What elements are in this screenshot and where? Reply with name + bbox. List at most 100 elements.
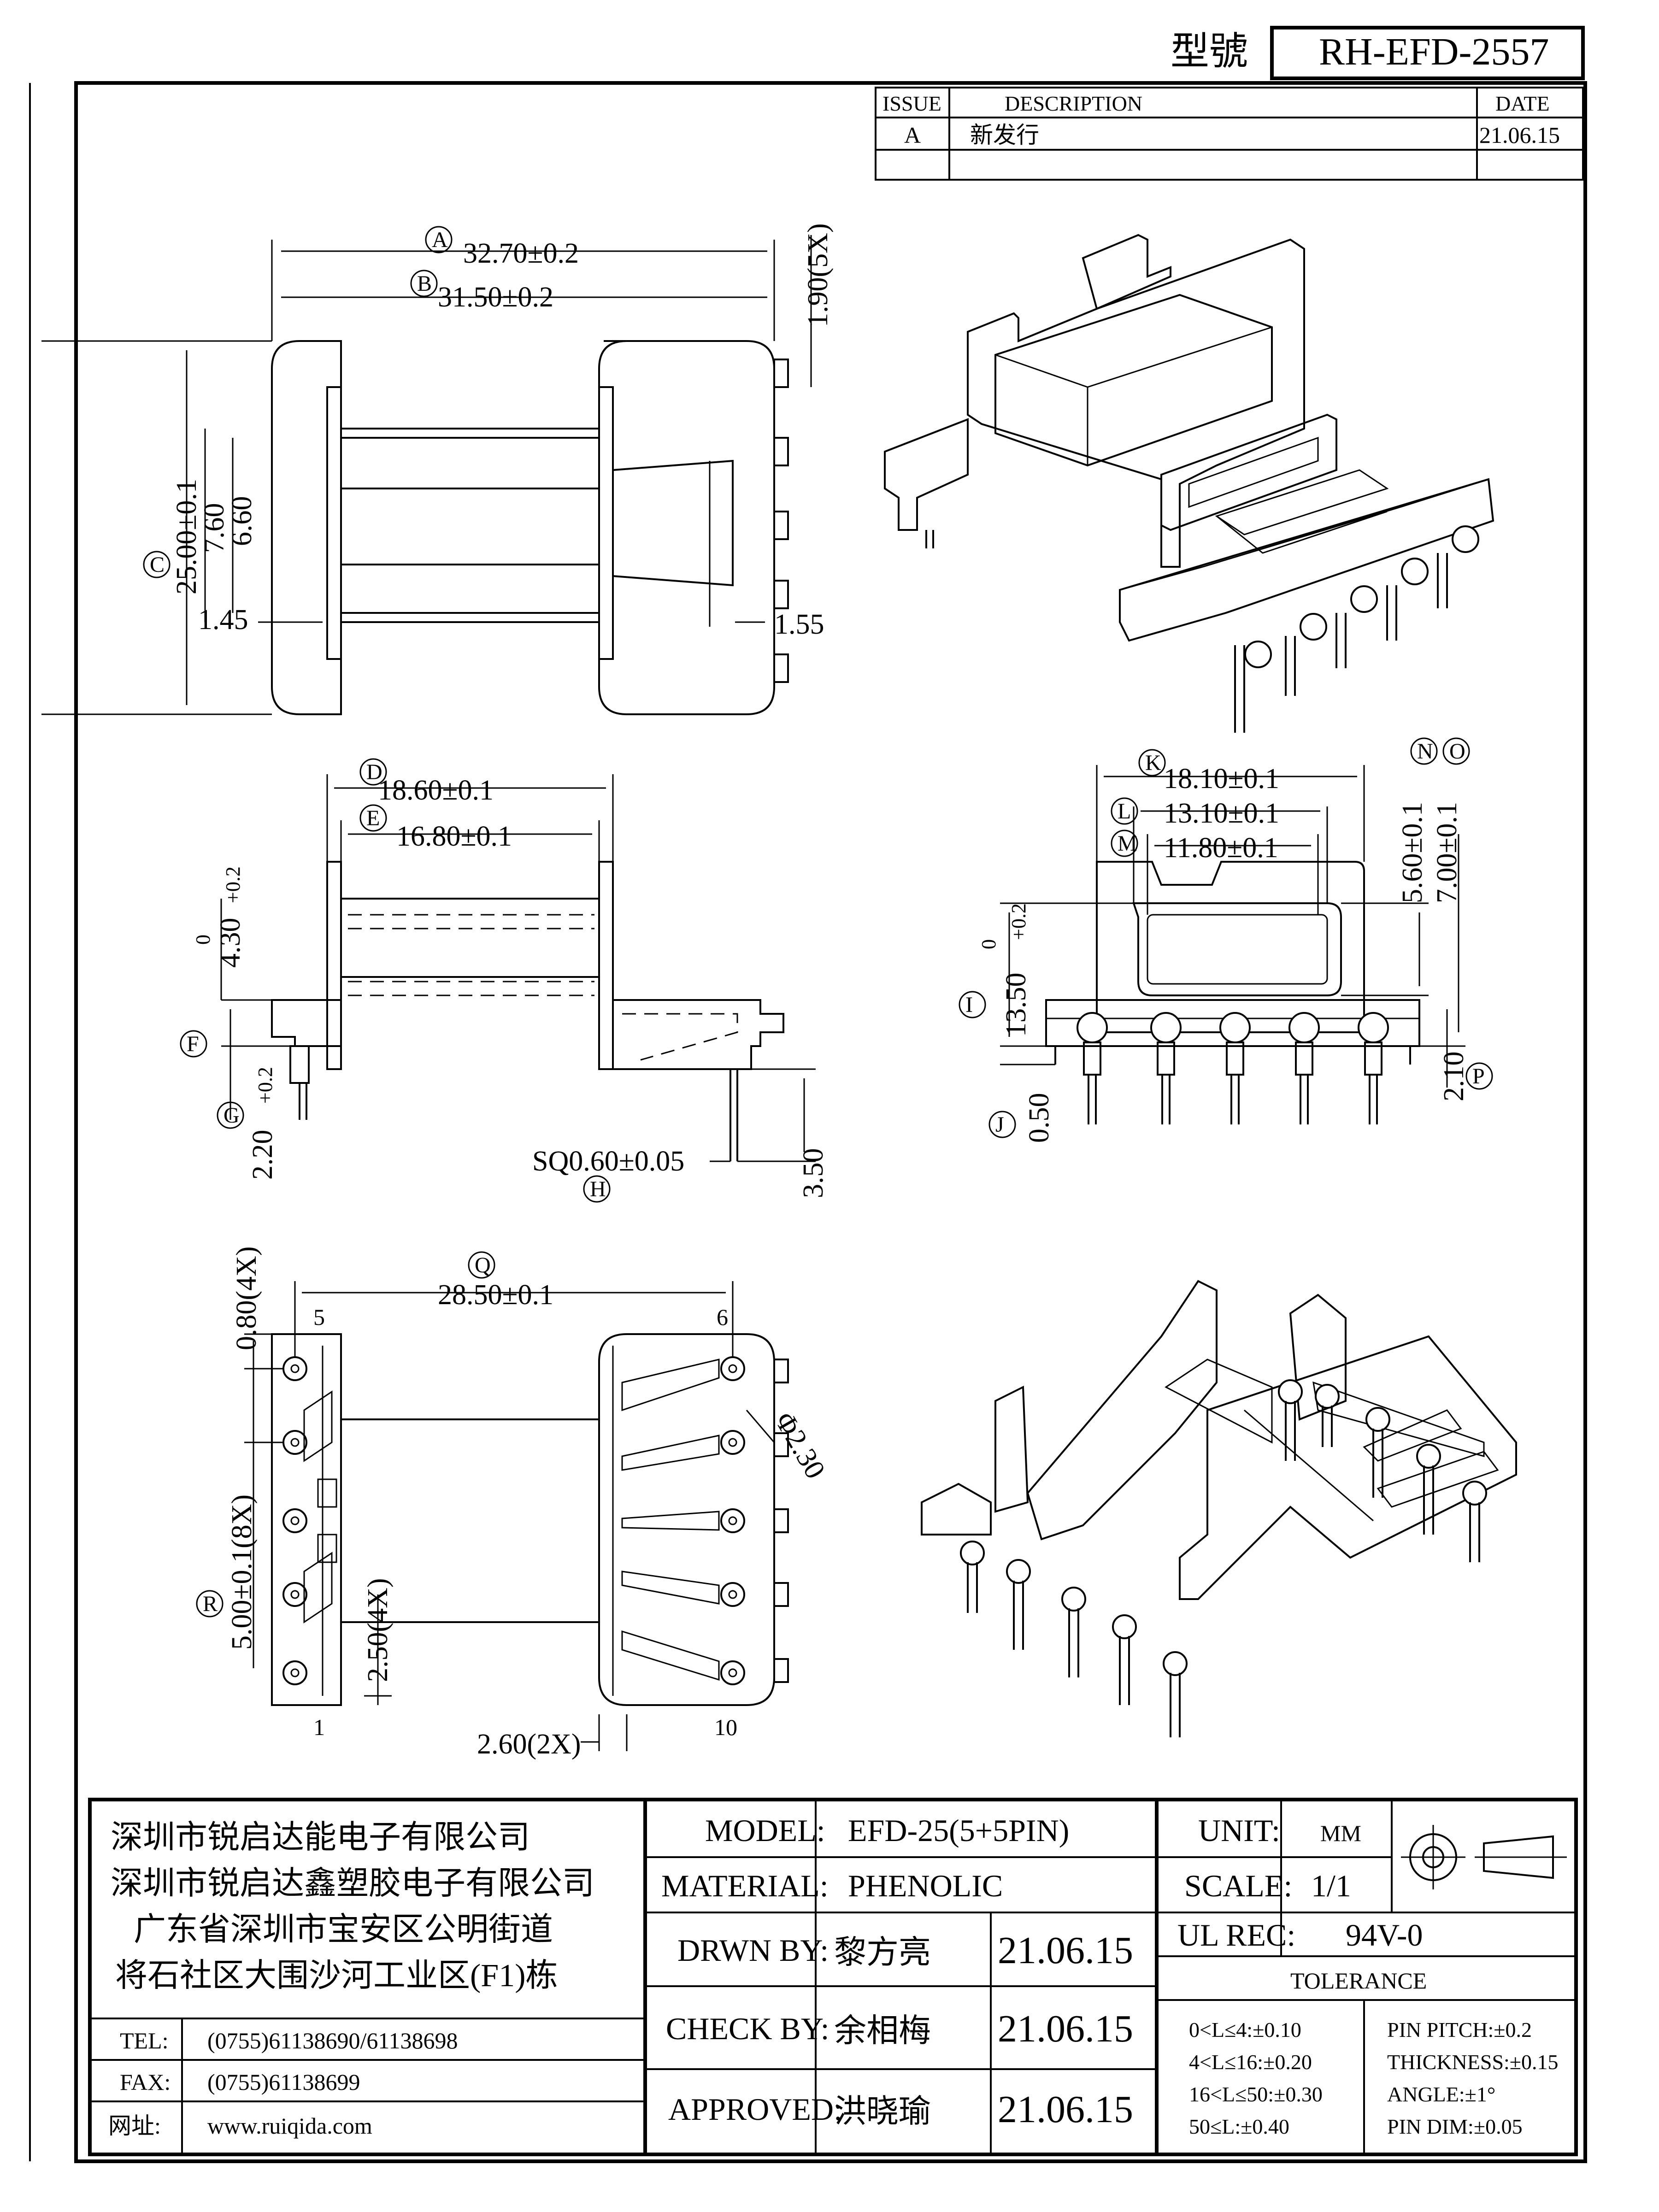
marker-Q: Q [475,1253,491,1277]
marker-L: L [1118,799,1131,824]
model-label: 型號 [1171,30,1248,73]
isometric-view-top [884,234,1494,733]
marker-E: E [366,806,380,830]
rev-issue: A [904,122,921,148]
model-number-header: 型號 RH-EFD-2557 [1171,26,1585,80]
check-date: 21.06.15 [998,2007,1133,2050]
pin-label-6: 6 [717,1304,728,1330]
dim-7-60: 7.60 [199,503,230,553]
tolerance-2: 4<L≤16:±0.20 [1189,2050,1312,2074]
drawn-label: DRWN BY: [677,1933,829,1968]
dim-P: 2.10 [1438,1052,1470,1102]
dim-B: 31.50±0.2 [438,282,553,313]
tol-I-lower: +0.2 [1007,903,1030,940]
revision-table: ISSUE DESCRIPTION DATE A 新发行 21.06.15 [875,87,1584,181]
unit-label: UNIT: [1198,1813,1280,1848]
sheet-border [74,81,1587,2163]
dim-6-60: 6.60 [226,496,258,547]
tolerance-title: TOLERANCE [1290,1968,1427,1994]
tol-4-30-upper: 0 [192,935,214,945]
dim-3-50: 3.50 [798,1148,829,1199]
pin-label-10: 10 [714,1714,737,1740]
tolerance-thickness: THICKNESS:±0.15 [1387,2050,1559,2074]
marker-R: R [203,1592,218,1616]
dim-4-30: 4.30 [215,918,246,968]
dim-N: 5.60±0.1 [1397,802,1428,903]
dim-L: 13.10±0.1 [1164,798,1279,829]
tel-value: (0755)61138690/61138698 [207,2028,458,2053]
dim-E: 16.80±0.1 [396,821,512,852]
marker-O: O [1449,739,1465,764]
rev-description: 新发行 [970,122,1039,148]
marker-A: A [432,228,448,252]
projection-symbol [1401,1825,1567,1889]
marker-C: C [150,553,165,577]
marker-D: D [366,760,382,784]
unit-value: MM [1320,1820,1361,1846]
tolerance-1: 0<L≤4:±0.10 [1189,2018,1301,2041]
rev-date: 21.06.15 [1479,122,1560,148]
dim-D: 18.60±0.1 [378,775,494,806]
dim-R: 5.00±0.1(8X) [226,1494,258,1650]
marker-N: N [1417,739,1433,764]
bottom-view: 28.50±0.1 0.80(4X) 5.00±0.1(8X) 2.50(4X)… [196,1246,831,1760]
tol-I-upper: 0 [977,939,1000,949]
isometric-view-bottom [921,1280,1517,1737]
check-name: 余相梅 [834,2013,931,2049]
dim-0-80: 0.80(4X) [231,1246,262,1350]
marker-P: P [1472,1064,1485,1088]
dim-1-45: 1.45 [198,604,248,635]
fax-value: (0755)61138699 [207,2069,360,2095]
marker-I: I [965,993,973,1017]
company-line-1: 深圳市锐启达能电子有限公司 [111,1820,530,1855]
marker-H: H [590,1177,606,1201]
dim-1-55: 1.55 [774,609,824,640]
title-block: 深圳市锐启达能电子有限公司 深圳市锐启达鑫塑胶电子有限公司 广东省深圳市宝安区公… [88,1798,1578,2156]
tolerance-pin-dim: PIN DIM:±0.05 [1387,2115,1523,2138]
dim-Q: 28.50±0.1 [438,1279,553,1311]
marker-B: B [417,271,432,296]
dim-2-20: 2.20 [247,1130,278,1180]
dim-O: 7.00±0.1 [1431,802,1463,903]
tol-4-30-lower: +0.2 [222,866,244,903]
tolerance-3: 16<L≤50:±0.30 [1189,2083,1323,2106]
drawn-date: 21.06.15 [998,1929,1133,1972]
dim-H: SQ0.60±0.05 [532,1146,684,1177]
material-value: PHENOLIC [848,1868,1003,1903]
approved-label: APPROVED: [668,2092,842,2127]
dim-J: 0.50 [1024,1093,1055,1143]
top-view: 32.70±0.2 31.50±0.2 25.00±0.1 7.60 6.60 … [41,223,834,715]
dim-1-90: 1.90(5X) [802,223,834,327]
marker-K: K [1145,751,1161,775]
model-field-label: MODEL: [705,1813,825,1848]
front-view: 18.10±0.1 13.10±0.1 11.80±0.1 5.60±0.1 7… [959,737,1493,1143]
model-number-box [1270,26,1585,80]
marker-J: J [995,1112,1004,1137]
approved-name: 洪晓瑜 [834,2094,931,2130]
tolerance-pin-pitch: PIN PITCH:±0.2 [1387,2018,1532,2041]
rev-header-date: DATE [1495,92,1550,115]
check-label: CHECK BY: [666,2011,830,2046]
tolerance-angle: ANGLE:±1° [1387,2083,1495,2106]
company-line-3: 广东省深圳市宝安区公明街道 [134,1912,553,1947]
dim-M: 11.80±0.1 [1164,832,1278,864]
approved-date: 21.06.15 [998,2088,1133,2131]
dim-C: 25.00±0.1 [171,479,202,594]
ul-value: 94V-0 [1346,1918,1423,1953]
dim-A: 32.70±0.2 [463,238,579,269]
web-value: www.ruiqida.com [207,2113,372,2139]
marker-F: F [187,1032,199,1056]
dim-2-50: 2.50(4X) [362,1578,394,1682]
scale-label: SCALE: [1184,1868,1292,1903]
fax-label: FAX: [120,2069,171,2095]
dim-I: 13.50 [1000,973,1032,1037]
marker-G: G [224,1103,240,1128]
marker-M: M [1118,831,1137,856]
dim-2-60: 2.60(2X) [477,1729,581,1760]
company-line-4: 将石社区大围沙河工业区(F1)栋 [115,1958,558,1994]
rev-header-issue: ISSUE [882,92,941,115]
company-line-2: 深圳市锐启达鑫塑胶电子有限公司 [111,1866,594,1901]
tel-label: TEL: [120,2028,169,2053]
tolerance-4: 50≤L:±0.40 [1189,2115,1289,2138]
pin-label-1: 1 [313,1714,325,1740]
